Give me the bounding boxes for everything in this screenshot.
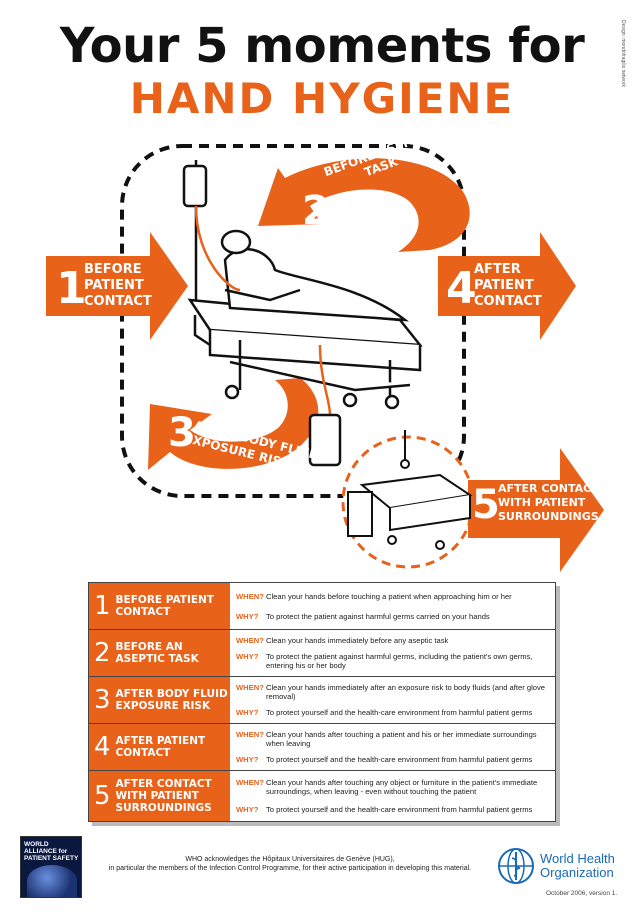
moment-5-label: AFTER CONTACT WITH PATIENT SURROUNDINGS [498,482,599,523]
why-line: WHY? To protect yourself and the health-c… [236,708,549,717]
when-line: WHEN?Clean your hands immediately before… [236,636,549,645]
who-logo: World Health Organization [496,846,636,886]
when-tag: WHEN? [236,636,264,646]
moment-1-label: BEFORE PATIENT CONTACT [84,262,152,309]
why-line: WHY? To protect yourself and the health-c… [236,805,549,814]
when-text: Clean your hands after touching a patien… [266,730,537,749]
moment-1-arrow [46,232,188,340]
moment-4-arrow [438,232,576,340]
moment-2-number: 2 [302,188,330,234]
row-title: AFTER BODY FLUID EXPOSURE RISK [115,688,228,712]
moment-3-number: 3 [168,410,196,456]
row-number: 4 [94,732,111,762]
surroundings-bed-drawing [347,430,473,550]
when-line: WHEN?Clean your hands after touching any… [236,778,549,796]
row-details: WHEN?Clean your hands after touching a p… [230,724,555,770]
why-tag: WHY? [236,611,259,621]
when-tag: WHEN? [236,683,264,693]
why-text: To protect the patient against harmful g… [266,611,490,621]
when-line: WHEN?Clean your hands immediately after … [236,683,549,701]
when-text: Clean your hands after touching any obje… [266,778,538,797]
row-details: WHEN?Clean your hands before touching a … [230,583,555,629]
why-tag: WHY? [236,754,259,764]
why-line: WHY? To protect yourself and the health-c… [236,755,549,764]
why-line: WHY? To protect the patient against harmf… [236,652,549,670]
why-text: To protect the patient against harmful g… [266,651,533,670]
why-text: To protect yourself and the health-care … [266,754,533,764]
acknowledgement-text: WHO acknowledges the Hôpitaux Universita… [108,856,472,872]
when-text: Clean your hands before touching a patie… [266,591,512,601]
poster-title-line1: Your 5 moments for [59,18,585,74]
who-name: World Health Organization [540,851,615,880]
when-tag: WHEN? [236,591,264,601]
moment-5-arrow [468,448,604,572]
when-text: Clean your hands immediately before any … [266,636,449,646]
world-alliance-logo: WORLD ALLIANCE for PATIENT SAFETY [20,836,82,898]
row-number: 3 [94,685,111,715]
patient-zone-border [120,144,466,498]
moment-3-arrow [148,378,319,470]
row-details: WHEN?Clean your hands immediately after … [230,677,555,723]
poster-title-line2: HAND HYGIENE [129,74,515,123]
moments-illustration: 1 BEFORE PATIENT CONTACT 4 AFTER PATIENT… [0,127,644,580]
when-tag: WHEN? [236,778,264,788]
when-line: WHEN?Clean your hands before touching a … [236,592,549,601]
when-text: Clean your hands immediately after an ex… [266,683,546,702]
row-title: AFTER CONTACT WITH PATIENT SURROUNDINGS [115,778,212,814]
globe-icon [27,865,77,897]
moment-1-number: 1 [56,263,87,314]
moment-5-number: 5 [472,482,500,528]
who-emblem-icon [498,848,534,884]
design-credit: Design: mondofragilis network [620,20,626,87]
why-tag: WHY? [236,804,259,814]
moments-diagram [46,144,604,572]
moment-4-label: AFTER PATIENT CONTACT [474,262,542,309]
version-text: October 2006, version 1. [546,890,618,897]
moment-2-arrow [258,158,470,252]
row-details: WHEN?Clean your hands immediately before… [230,630,555,676]
row-number: 2 [94,638,111,668]
row-title: AFTER PATIENT CONTACT [115,735,206,759]
why-text: To protect yourself and the health-care … [266,707,533,717]
footer: WORLD ALLIANCE for PATIENT SAFETY WHO ac… [0,828,644,912]
when-line: WHEN?Clean your hands after touching a p… [236,730,549,748]
when-tag: WHEN? [236,730,264,740]
why-tag: WHY? [236,651,259,661]
why-line: WHY? To protect the patient against harmf… [236,612,549,621]
moment-4-number: 4 [446,263,477,314]
row-number: 1 [94,591,111,621]
row-title: BEFORE AN ASEPTIC TASK [115,641,199,665]
row-number: 5 [94,781,111,811]
row-title: BEFORE PATIENT CONTACT [115,594,214,618]
why-tag: WHY? [236,707,259,717]
patient-bed-drawing [182,160,423,467]
row-details: WHEN?Clean your hands after touching any… [230,771,555,821]
why-text: To protect yourself and the health-care … [266,804,533,814]
